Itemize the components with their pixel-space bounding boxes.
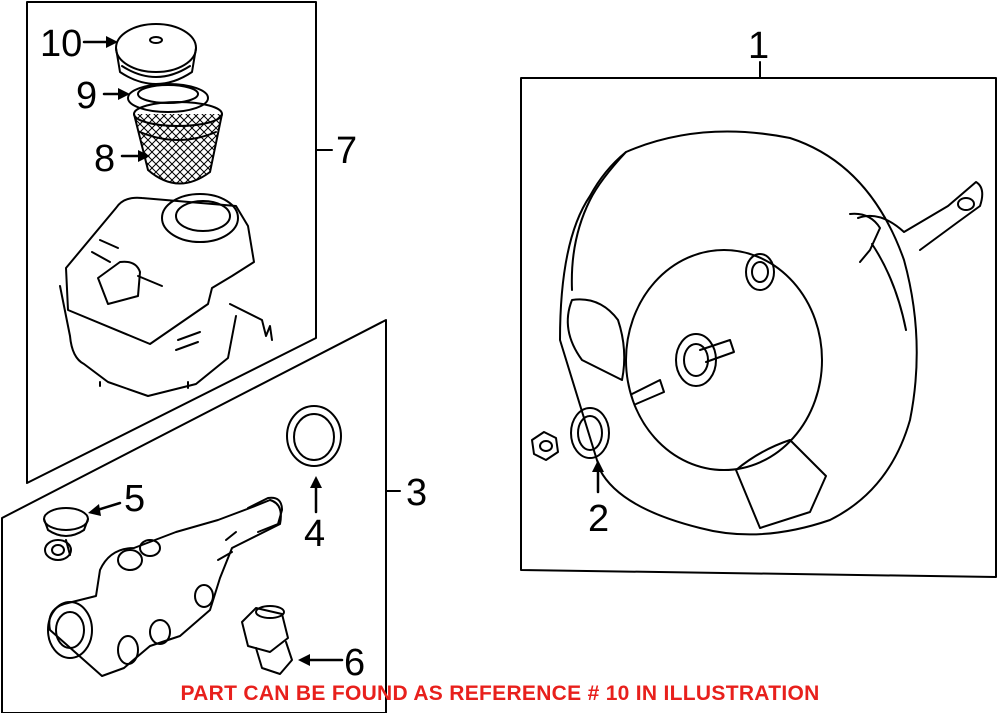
booster-nut: [531, 431, 559, 461]
reservoir-grommet: [43, 507, 89, 561]
callout-10: 10: [40, 23, 83, 65]
callout-5: 5: [124, 478, 146, 520]
callout-6: 6: [344, 642, 366, 684]
callout-2: 2: [588, 498, 610, 540]
reservoir-strainer: [133, 101, 223, 185]
booster-push-rod: [849, 181, 984, 263]
reservoir-cap: [115, 23, 197, 85]
callout-3: 3: [406, 472, 428, 514]
brake-fluid-reservoir: [59, 193, 273, 397]
master-cylinder: [47, 496, 283, 677]
brake-booster-frame: [520, 77, 997, 578]
brake-booster: [559, 130, 918, 536]
callout-1: 1: [748, 25, 770, 67]
callout-8: 8: [94, 138, 116, 180]
booster-gasket: [570, 407, 610, 459]
leader-arrows: [82, 36, 604, 666]
reference-note: PART CAN BE FOUND AS REFERENCE # 10 IN I…: [180, 682, 820, 705]
pressure-sensor: [241, 605, 293, 675]
callout-7: 7: [336, 130, 358, 172]
callout-4: 4: [304, 513, 326, 555]
callout-9: 9: [76, 75, 98, 117]
master-cylinder-seal: [286, 405, 342, 467]
master-cylinder-group-frame: [1, 319, 387, 713]
reservoir-group-frame: [26, 1, 317, 484]
